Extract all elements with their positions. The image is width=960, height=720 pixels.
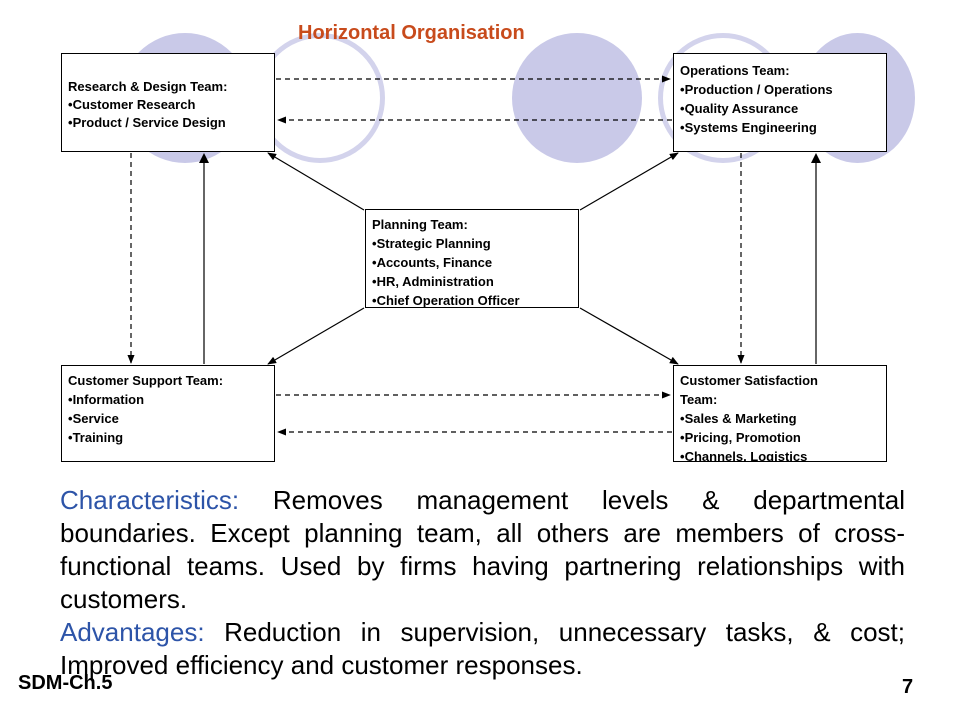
diagram-title: Horizontal Organisation xyxy=(298,22,525,44)
list-item: Strategic Planning xyxy=(372,234,572,253)
box-heading-line1: Customer Satisfaction xyxy=(680,373,818,388)
research-design-team-box: Research & Design Team: Customer Researc… xyxy=(61,53,275,152)
advantages-paragraph: Advantages: Reduction in supervision, un… xyxy=(60,616,905,682)
decor-circle xyxy=(512,33,642,163)
chapter-label: SDM-Ch.5 xyxy=(18,672,113,694)
list-item: Training xyxy=(68,428,268,447)
customer-support-team-box: Customer Support Team: Information Servi… xyxy=(61,365,275,462)
characteristics-text: Removes management levels & departmental… xyxy=(60,485,905,614)
arrow-plan-to-ops xyxy=(579,152,679,211)
list-item: Accounts, Finance xyxy=(372,253,572,272)
list-item: Sales & Marketing xyxy=(680,409,880,428)
characteristics-paragraph: Characteristics: Removes management leve… xyxy=(60,484,905,616)
planning-team-box: Planning Team: Strategic Planning Accoun… xyxy=(365,209,579,308)
list-item: Production / Operations xyxy=(680,80,880,99)
characteristics-label: Characteristics: xyxy=(60,485,240,515)
box-heading: Planning Team: xyxy=(372,217,468,232)
list-item: Quality Assurance xyxy=(680,99,880,118)
arrow-plan-to-csat xyxy=(579,307,679,365)
box-heading: Research & Design Team: xyxy=(68,79,228,94)
box-heading: Customer Support Team: xyxy=(68,373,224,388)
list-item: Product / Service Design xyxy=(68,114,268,132)
advantages-text: Reduction in supervision, unnecessary ta… xyxy=(60,617,905,680)
box-heading: Operations Team: xyxy=(680,63,790,78)
arrow-plan-to-cs xyxy=(267,307,365,365)
list-item: Chief Operation Officer xyxy=(372,291,572,310)
list-item: HR, Administration xyxy=(372,272,572,291)
list-item: Information xyxy=(68,390,268,409)
list-item: Channels, Logistics xyxy=(680,447,880,461)
list-item: Service xyxy=(68,409,268,428)
list-item: Customer Research xyxy=(68,96,268,114)
list-item: Systems Engineering xyxy=(680,118,880,137)
arrow-plan-to-rd xyxy=(267,152,365,211)
page-number: 7 xyxy=(902,676,914,698)
operations-team-box: Operations Team: Production / Operations… xyxy=(673,53,887,152)
box-heading-line2: Team: xyxy=(680,392,718,407)
advantages-label: Advantages: xyxy=(60,617,205,647)
list-item: Pricing, Promotion xyxy=(680,428,880,447)
customer-satisfaction-team-box: Customer Satisfaction Team: Sales & Mark… xyxy=(673,365,887,462)
